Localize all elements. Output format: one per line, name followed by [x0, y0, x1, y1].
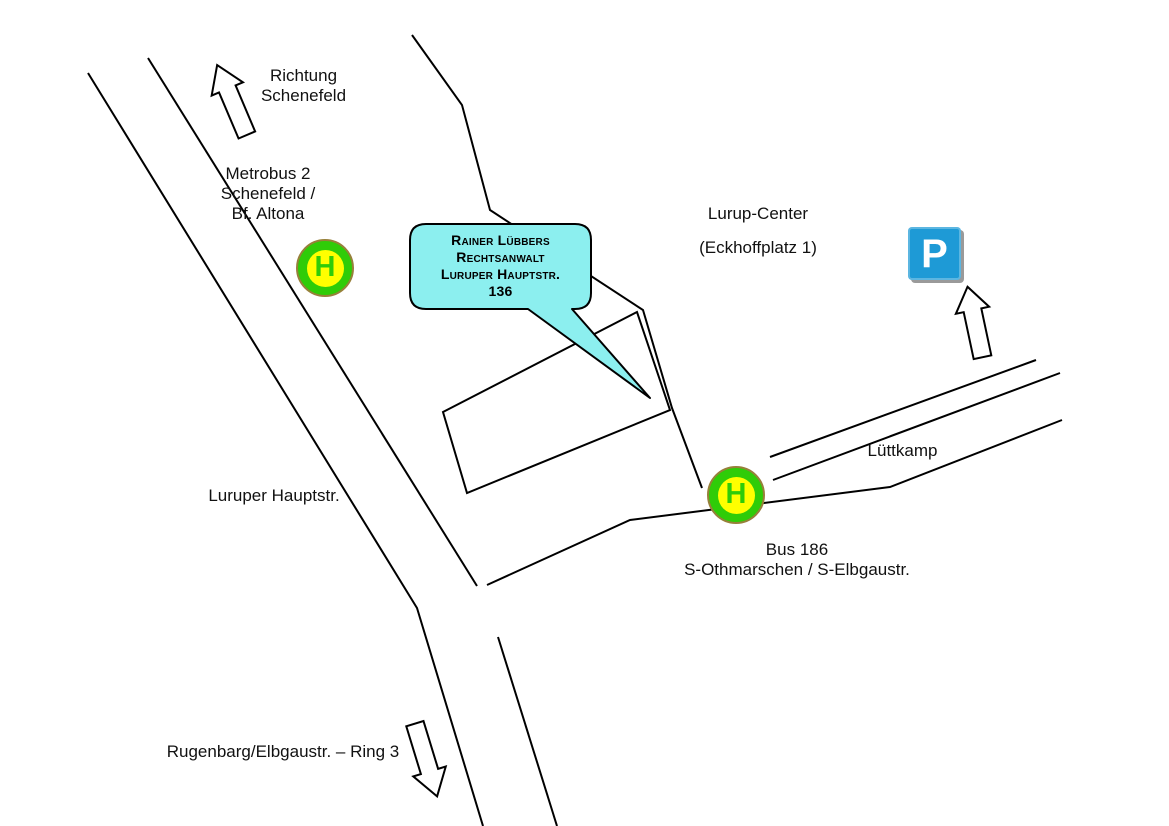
bus-stop-icon-bus186: H — [707, 466, 765, 524]
street-luettkamp-middle-line — [772, 372, 1061, 481]
label-bus-186: Bus 186 S-Othmarschen / S-Elbgaustr. — [647, 540, 947, 580]
label-rugenbarg-ring3: Rugenbarg/Elbgaustr. – Ring 3 — [133, 742, 433, 762]
bus-stop-h-glyph: H — [717, 476, 755, 514]
label-metrobus-line2: Schenefeld / — [220, 184, 316, 203]
callout-office-address: Rainer Lübbers Rechtsanwalt Luruper Haup… — [410, 225, 591, 307]
parking-sign-icon: P — [908, 227, 961, 280]
callout-bubble — [409, 223, 651, 399]
callout-line-street: Luruper Hauptstr. — [440, 266, 561, 282]
arrow-rugenbarg-icon — [405, 719, 448, 799]
label-richtung-line1: Richtung — [269, 66, 338, 85]
arrow-richtung-schenefeld-icon — [210, 63, 257, 140]
parking-p-glyph: P — [921, 231, 948, 276]
arrow-parking-icon — [954, 285, 993, 361]
label-lurup-center: Lurup-Center — [668, 204, 848, 224]
label-metrobus-line3: Bf. Altona — [231, 204, 305, 223]
label-eckhoffplatz: (Eckhoffplatz 1) — [668, 238, 848, 258]
label-metrobus-2: Metrobus 2 Schenefeld / Bf. Altona — [193, 164, 343, 224]
street-luettkamp-upper-line — [769, 359, 1037, 458]
label-luruper-hauptstr: Luruper Hauptstr. — [174, 486, 374, 506]
label-richtung-line2: Schenefeld — [260, 86, 347, 105]
callout-line-profession: Rechtsanwalt — [456, 249, 545, 265]
label-metrobus-line1: Metrobus 2 — [225, 164, 311, 183]
callout-line-name: Rainer Lübbers — [451, 232, 550, 248]
bus-stop-h-glyph: H — [306, 249, 344, 287]
street-luruper-hauptstr-right-line — [147, 57, 478, 587]
label-rugenbarg-text: Rugenbarg/Elbgaustr. – Ring 3 — [166, 742, 400, 761]
building-outline — [441, 310, 672, 495]
street-luruper-hauptstr-left-line — [87, 72, 484, 826]
callout-line-number: 136 — [488, 283, 513, 299]
label-luettkamp: Lüttkamp — [845, 441, 960, 461]
label-luettkamp-text: Lüttkamp — [867, 441, 938, 460]
label-lurup-center-name: Lurup-Center — [707, 204, 809, 223]
label-eckhoffplatz-text: (Eckhoffplatz 1) — [699, 238, 817, 257]
label-luruper-hauptstr-text: Luruper Hauptstr. — [208, 486, 340, 505]
bus-stop-icon-metrobus2: H — [296, 239, 354, 297]
label-richtung-schenefeld: Richtung Schenefeld — [231, 66, 376, 106]
label-bus186-line2: S-Othmarschen / S-Elbgaustr. — [684, 560, 910, 579]
street-luruper-hauptstr-lower-line — [497, 636, 558, 826]
label-bus186-line1: Bus 186 — [765, 540, 829, 559]
